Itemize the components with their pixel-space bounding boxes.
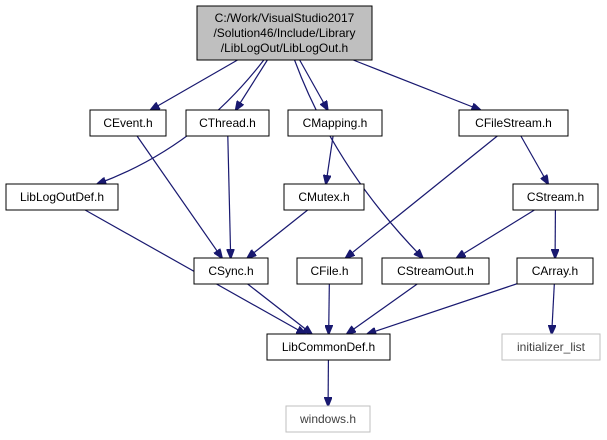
node-label: CMapping.h <box>303 116 368 130</box>
node-label: CStream.h <box>527 190 584 204</box>
edge-root-to-cfilestream <box>352 59 480 110</box>
node-windows[interactable]: windows.h <box>285 405 371 433</box>
node-label: CSync.h <box>208 264 253 278</box>
node-box <box>458 109 569 137</box>
node-label: C:/Work/VisualStudio2017 <box>215 11 355 25</box>
edge-cthread-to-csync <box>228 135 231 258</box>
node-root[interactable]: C:/Work/VisualStudio2017/Solution46/Incl… <box>196 5 373 61</box>
edge-carray-to-libcommondef <box>367 283 518 334</box>
node-initializer_list[interactable]: initializer_list <box>501 333 601 361</box>
node-libcommondef[interactable]: LibCommonDef.h <box>266 333 391 361</box>
edge-cfilestream-to-cstream <box>520 135 548 184</box>
node-label: CMutex.h <box>298 190 349 204</box>
node-label: windows.h <box>299 412 356 426</box>
edges <box>84 59 555 406</box>
node-label: initializer_list <box>517 340 586 354</box>
node-box <box>512 183 599 211</box>
node-label: CFileStream.h <box>475 116 552 130</box>
node-csync[interactable]: CSync.h <box>193 257 269 285</box>
edge-cevent-to-csync <box>136 135 222 258</box>
edge-root-to-cevent <box>151 59 238 110</box>
node-label: /LibLogOut/LibLogOut.h <box>221 41 348 55</box>
edge-carray-to-initializer_list <box>552 283 555 334</box>
edge-root-to-cmapping <box>299 59 328 110</box>
node-cmapping[interactable]: CMapping.h <box>287 109 383 137</box>
node-box <box>296 257 363 285</box>
node-box <box>287 109 383 137</box>
node-box <box>5 183 119 211</box>
node-label: CEvent.h <box>103 116 152 130</box>
node-box <box>89 109 167 137</box>
node-liblogoutdef[interactable]: LibLogOutDef.h <box>5 183 119 211</box>
node-cstreamout[interactable]: CStreamOut.h <box>381 257 490 285</box>
node-label: CArray.h <box>532 264 578 278</box>
node-box <box>285 405 371 433</box>
edge-cmutex-to-csync <box>247 209 309 258</box>
node-cfilestream[interactable]: CFileStream.h <box>458 109 569 137</box>
edge-csync-to-libcommondef <box>247 283 312 334</box>
node-label: LibLogOutDef.h <box>20 190 104 204</box>
node-box <box>516 257 594 285</box>
node-box <box>196 5 373 61</box>
node-box <box>381 257 490 285</box>
node-cmutex[interactable]: CMutex.h <box>283 183 365 211</box>
node-box <box>266 333 391 361</box>
node-label: CThread.h <box>199 116 256 130</box>
node-label: LibCommonDef.h <box>282 340 375 354</box>
edge-cfile-to-libcommondef <box>329 283 330 334</box>
node-cthread[interactable]: CThread.h <box>185 109 270 137</box>
node-label: CFile.h <box>310 264 348 278</box>
node-box <box>185 109 270 137</box>
edge-root-to-cstreamout <box>293 59 423 258</box>
node-label: /Solution46/Include/Library <box>213 26 355 40</box>
node-box <box>501 333 601 361</box>
node-cevent[interactable]: CEvent.h <box>89 109 167 137</box>
edge-cfilestream-to-cfile <box>346 135 498 258</box>
node-cstream[interactable]: CStream.h <box>512 183 599 211</box>
edge-cmapping-to-cmutex <box>326 135 334 184</box>
nodes: C:/Work/VisualStudio2017/Solution46/Incl… <box>5 5 601 433</box>
node-box <box>193 257 269 285</box>
edge-cstream-to-cstreamout <box>457 209 535 258</box>
node-carray[interactable]: CArray.h <box>516 257 594 285</box>
edge-cstreamout-to-libcommondef <box>347 283 418 334</box>
node-cfile[interactable]: CFile.h <box>296 257 363 285</box>
edge-root-to-cthread <box>236 59 268 110</box>
node-box <box>283 183 365 211</box>
node-label: CStreamOut.h <box>397 264 474 278</box>
